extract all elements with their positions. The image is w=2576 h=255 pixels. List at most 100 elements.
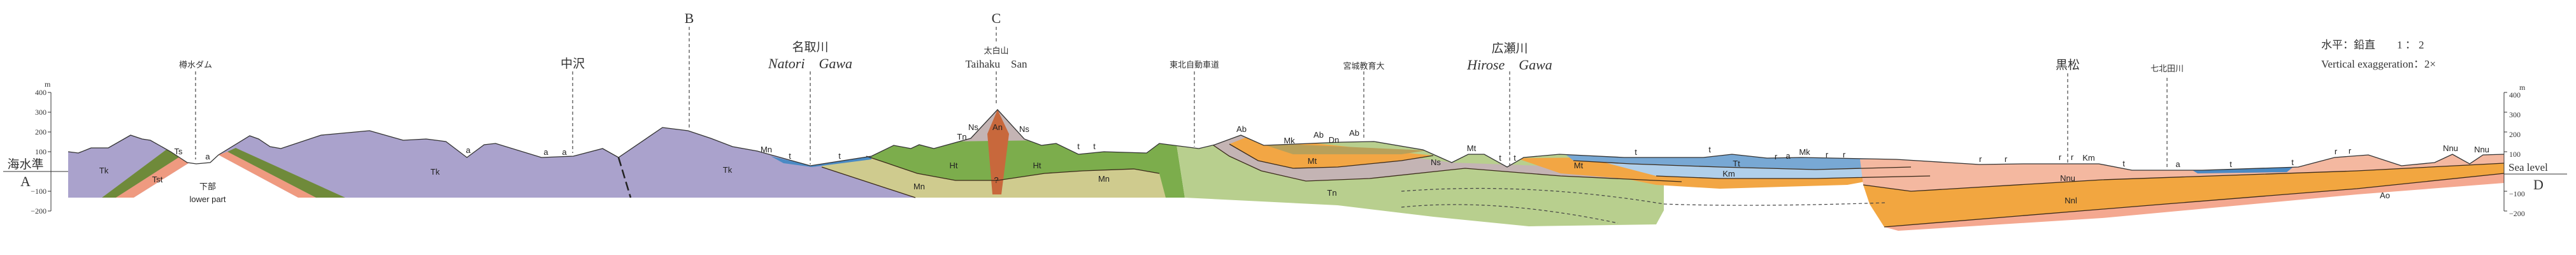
formation-label: Tt (1733, 159, 1740, 168)
right-elevation-axis: m 400 300 200 100 −100 −200 Sea level D (2503, 83, 2567, 218)
formation-label: Km (2082, 153, 2095, 163)
formation-label: Ht (1033, 161, 1041, 170)
tick-label: −100 (2509, 189, 2525, 198)
unit-Ts-right (227, 148, 345, 198)
ground-surface (68, 109, 2505, 171)
formation-label: Ht (950, 161, 958, 170)
formation-label: Mt (1308, 156, 1317, 166)
formation-label: Ns (1431, 157, 1441, 167)
formation-label: Nnu (2443, 143, 2458, 153)
lower-part-area (134, 155, 298, 198)
river-natori-en: Natori Gawa (768, 55, 852, 71)
axis-unit: m (2519, 83, 2526, 92)
formation-label: r (1775, 152, 1778, 161)
formation-label: Ns (1019, 124, 1029, 134)
unit-Nnl (1863, 163, 2504, 227)
sea-level-label: 海水準 (7, 157, 43, 171)
formation-label: Mn (761, 145, 772, 154)
formation-label: r (2349, 146, 2352, 156)
formation-label: t (838, 151, 841, 161)
formation-labels: Tk Ts a Tst Tk a a a Tk Mn t t Ns An Ns … (99, 122, 2489, 205)
section-point-C: C (992, 10, 1001, 26)
river-natori-jp: 名取川 (792, 40, 828, 54)
section-end-A: A (20, 173, 31, 189)
formation-label: a (2175, 159, 2180, 169)
formation-label: Mt (1467, 143, 1477, 153)
tick-label: 200 (35, 127, 47, 136)
formation-label: Tst (152, 175, 163, 184)
scale-note-en: Vertical exaggeration：2× (2321, 58, 2436, 70)
tick-label: 400 (35, 88, 47, 97)
unit-An (987, 110, 1009, 194)
formation-label: Mn (1098, 174, 1110, 184)
formation-label: An (992, 122, 1003, 132)
formation-label: t (1093, 142, 1096, 151)
landmark-kuromatsu: 黒松 (2056, 58, 2080, 72)
river-hirose-en: Hirose Gawa (1466, 57, 1552, 73)
unit-Tst-right (218, 152, 316, 198)
left-elevation-axis: m 400 300 200 100 −100 −200 海水準 A (3, 80, 68, 215)
unit-t-nanakita (2191, 167, 2293, 173)
tick-label: 100 (35, 147, 47, 156)
formation-label: Mn (913, 182, 925, 191)
formation-label: r (1843, 150, 1846, 159)
formation-label: t (1708, 145, 1711, 154)
formation-label: a (562, 147, 567, 157)
formation-label: t (789, 151, 791, 161)
sea-level-label: Sea level (2508, 161, 2548, 173)
formation-label: Tk (431, 167, 440, 177)
formation-label: t (2122, 159, 2125, 168)
formation-label: r (1979, 154, 1982, 164)
formation-label: Mk (1799, 147, 1810, 157)
boundaries (68, 109, 2505, 228)
landmark-miyagi-univ: 宮城教育大 (1343, 61, 1384, 71)
lower-part-jp: 下部 (199, 182, 216, 191)
inferred-boundary (1401, 204, 1619, 224)
fault-line (617, 157, 632, 198)
formation-label: Mt (1574, 161, 1584, 170)
formation-label: r (2059, 152, 2062, 162)
formation-label: Ts (175, 147, 183, 156)
tick-label: −100 (31, 187, 47, 196)
formation-label: Nnl (2064, 196, 2077, 205)
section-point-B: B (685, 10, 694, 26)
formation-label: Ab (1313, 130, 1324, 140)
formation-label: t (1077, 142, 1080, 151)
axis-unit: m (45, 80, 51, 89)
scale-note-jp: 水平：鉛直 1 ： 2 (2321, 39, 2424, 51)
formation-label: t (1513, 153, 1516, 163)
landmark-nakazawa: 中沢 (561, 57, 585, 71)
formation-label: ? (994, 175, 998, 185)
tick-label: 100 (2509, 150, 2521, 159)
tick-label: 300 (2509, 110, 2521, 119)
formation-label: Ao (2380, 191, 2390, 200)
formation-label: a (543, 147, 548, 157)
landmark-tarumizu-dam: 樽水ダム (179, 60, 212, 70)
formation-label: Nnu (2474, 145, 2489, 154)
tick-label: 200 (2509, 130, 2521, 139)
formation-label: Tn (957, 132, 966, 142)
landmark-tohoku-expressway: 東北自動車道 (1170, 60, 1219, 70)
river-hirose-jp: 広瀬川 (1491, 41, 1528, 55)
formation-label: t (1499, 153, 1501, 163)
inferred-boundary (1401, 187, 1664, 205)
unit-Mk (1258, 143, 1427, 154)
section-end-D: D (2533, 177, 2544, 193)
formation-label: Tk (99, 166, 109, 175)
formation-label: Mk (1284, 136, 1295, 145)
unit-Ts-left (102, 149, 180, 198)
formation-label: Ab (1349, 128, 1359, 138)
unit-t-natori (771, 156, 871, 167)
landmark-nanakita: 七北田川 (2150, 64, 2184, 74)
tick-label: −200 (31, 207, 47, 215)
inferred-boundary (1663, 202, 1886, 206)
formation-label: t (2229, 159, 2232, 169)
lower-part-en: lower part (189, 194, 225, 204)
formation-label: Tn (1327, 188, 1336, 198)
formation-label: r (2071, 152, 2074, 162)
strata (68, 110, 2504, 231)
landmark-taihaku-en: Taihaku San (965, 58, 1027, 70)
formation-label: Km (1722, 169, 1735, 178)
formation-label: r (2335, 147, 2338, 156)
